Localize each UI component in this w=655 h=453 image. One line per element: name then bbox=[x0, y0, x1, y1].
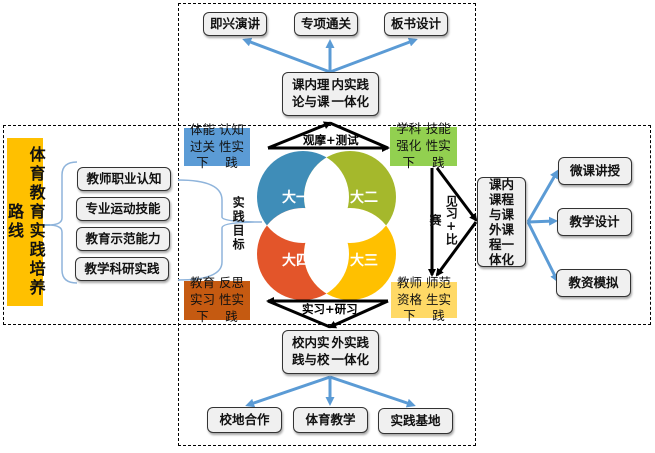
arrow-top-1 bbox=[242, 37, 331, 74]
bottom-child-2[interactable]: 体育教学 bbox=[293, 407, 368, 433]
circle-label-3: 大三 bbox=[350, 252, 378, 269]
right-center-box[interactable]: 课内课程与课外课程一体化 bbox=[477, 177, 526, 267]
arrow-top-to-sophomore-path bbox=[329, 121, 389, 150]
stage-senior: 教育实习下反思性实践 bbox=[184, 275, 250, 324]
left-brace bbox=[47, 161, 78, 284]
arrow-bottom-1 bbox=[245, 375, 331, 408]
circle-label-1: 大一 bbox=[282, 189, 310, 206]
stage-freshman: 体能过关下认知性实践 bbox=[184, 122, 250, 170]
arrow-bottom-to-senior-path bbox=[267, 299, 331, 329]
arrow-right-3 bbox=[526, 221, 559, 283]
bottom-child-1[interactable]: 校地合作 bbox=[207, 407, 282, 433]
top-child-3[interactable]: 板书设计 bbox=[384, 12, 448, 36]
left-item-3[interactable]: 教育示范能力 bbox=[76, 227, 170, 251]
arrow-freshman-to-top bbox=[267, 121, 332, 150]
practice-goal-brace bbox=[177, 179, 263, 281]
arrow-junior-to-bottom bbox=[328, 299, 389, 329]
edge-label-bottom: 实习+研习 bbox=[302, 302, 358, 316]
stage-junior: 教师资格下师范生实践 bbox=[391, 275, 457, 323]
edge-label-top: 观摩+测试 bbox=[303, 133, 359, 147]
arrow-right-to-junior bbox=[435, 221, 478, 277]
right-child-1[interactable]: 微课讲授 bbox=[558, 157, 632, 185]
top-child-1[interactable]: 即兴演讲 bbox=[203, 12, 267, 36]
right-center-label: 课内课程与课外课程一体化 bbox=[488, 177, 514, 267]
circle-label-2: 大二 bbox=[350, 189, 378, 206]
top-child-2[interactable]: 专项通关 bbox=[294, 12, 358, 36]
arrow-sophomore-to-right bbox=[435, 167, 478, 222]
arrow-bottom-3 bbox=[329, 375, 416, 408]
stage-sophomore: 学科强化下技能性实践 bbox=[390, 121, 457, 170]
arrow-right-1 bbox=[526, 169, 559, 223]
arrow-top-3 bbox=[329, 37, 418, 74]
left-item-4[interactable]: 教学科研实践 bbox=[75, 257, 169, 281]
title-box: 体育教育实践培养路线 bbox=[5, 138, 46, 306]
bottom-center-box[interactable]: 校内实践与校外实践一体化 bbox=[282, 330, 379, 374]
edge-label-right: 见习+比赛 bbox=[428, 195, 459, 245]
lens-overlap bbox=[304, 208, 349, 300]
circle-label-4: 大四 bbox=[282, 252, 310, 269]
bottom-child-3[interactable]: 实践基地 bbox=[378, 408, 453, 434]
left-item-1[interactable]: 教师职业认知 bbox=[77, 167, 171, 191]
arrow-right-2 bbox=[527, 216, 558, 226]
right-child-2[interactable]: 教学设计 bbox=[557, 208, 632, 236]
left-item-2[interactable]: 专业运动技能 bbox=[76, 197, 170, 221]
top-center-box[interactable]: 课内理论与课内实践一体化 bbox=[282, 72, 379, 116]
practice-goal-label: 实践目标 bbox=[231, 196, 246, 252]
right-child-3[interactable]: 教资模拟 bbox=[556, 269, 631, 297]
